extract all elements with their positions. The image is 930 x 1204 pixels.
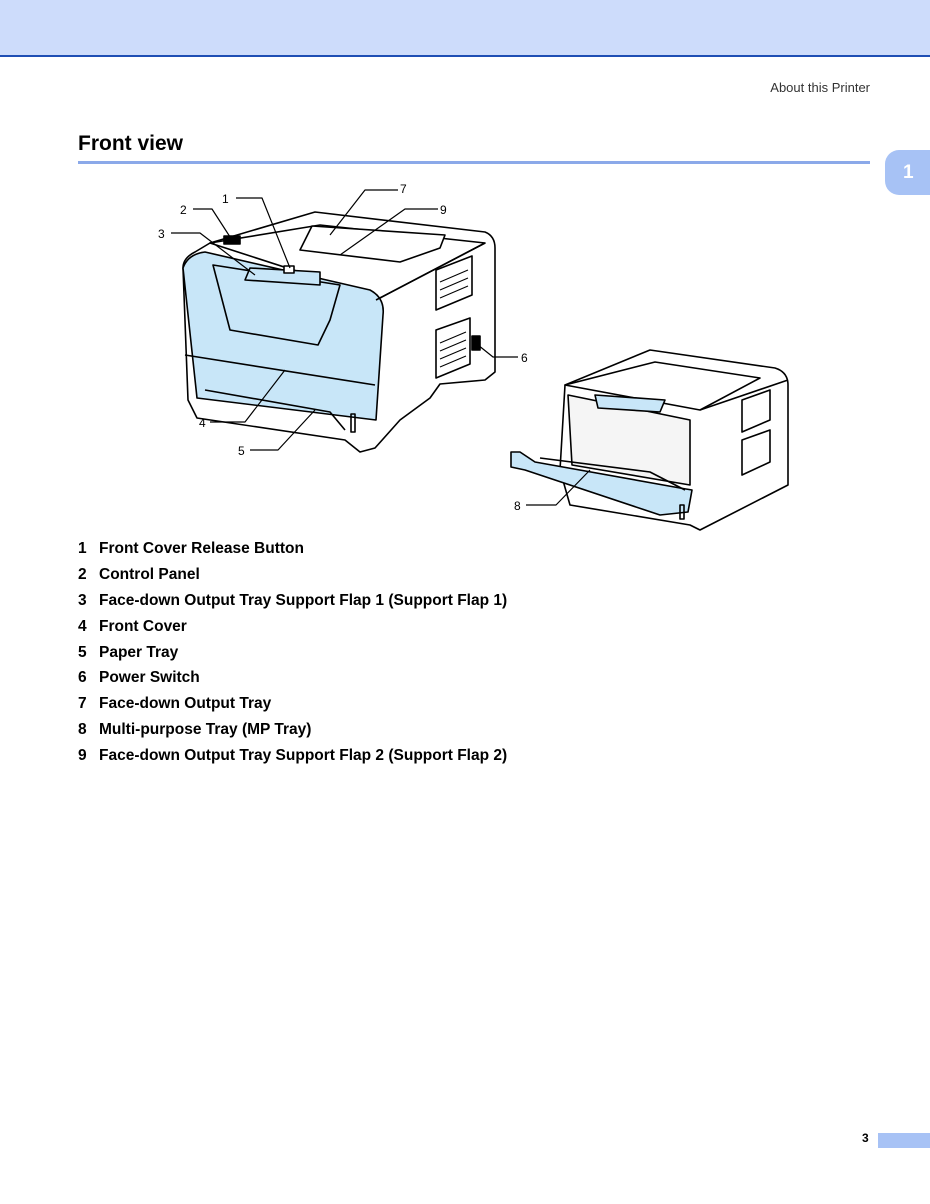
header-rule	[0, 55, 930, 57]
list-item: 8 Multi-purpose Tray (MP Tray)	[78, 721, 507, 747]
list-item: 1 Front Cover Release Button	[78, 540, 507, 566]
item-number: 1	[78, 540, 87, 557]
list-item: 7 Face-down Output Tray	[78, 695, 507, 721]
printer-open-mp-tray-illustration	[510, 349, 789, 531]
page-number: 3	[862, 1131, 869, 1145]
item-number: 6	[78, 669, 87, 687]
item-label: Multi-purpose Tray (MP Tray)	[99, 721, 312, 739]
item-number: 2	[78, 565, 87, 583]
title-underline	[78, 161, 870, 164]
list-item: 2 Control Panel	[78, 566, 507, 592]
callout-7: 7	[400, 182, 407, 196]
item-label: Paper Tray	[99, 643, 179, 661]
parts-list: 1 Front Cover Release Button 2 Control Pan…	[78, 540, 507, 773]
item-number: 9	[78, 747, 87, 765]
item-number: 5	[78, 643, 87, 661]
page-number-tab	[878, 1133, 930, 1148]
item-label: Front Cover	[99, 617, 187, 635]
item-label: Face-down Output Tray Support Flap 1 (Su…	[99, 591, 508, 609]
list-item: 4 Front Cover	[78, 618, 507, 644]
callout-2: 2	[180, 203, 187, 217]
header-band	[0, 0, 930, 55]
list-item: 5 Paper Tray	[78, 644, 507, 670]
item-number: 3	[78, 591, 87, 609]
printer-closed-illustration	[182, 211, 496, 453]
callout-leaders	[171, 189, 591, 506]
item-label: Control Panel	[99, 565, 200, 583]
section-title: Front view	[78, 132, 184, 155]
callout-5: 5	[238, 444, 245, 458]
item-label: Power Switch	[99, 669, 200, 687]
chapter-tab: 1	[885, 150, 930, 195]
callout-8: 8	[514, 499, 521, 513]
item-label: Face-down Output Tray Support Flap 2 (Su…	[99, 747, 508, 765]
list-item: 3 Face-down Output Tray Support Flap 1 (S…	[78, 592, 507, 618]
running-title: About this Printer	[770, 80, 870, 95]
item-number: 7	[78, 695, 87, 713]
item-number: 8	[78, 721, 87, 739]
callout-3: 3	[158, 227, 165, 241]
item-label: Face-down Output Tray	[99, 695, 272, 713]
callout-1: 1	[222, 192, 229, 206]
list-item: 9 Face-down Output Tray Support Flap 2 (S…	[78, 747, 507, 773]
callout-4: 4	[199, 416, 206, 430]
callout-6: 6	[521, 351, 528, 365]
list-item: 6 Power Switch	[78, 669, 507, 695]
callout-9: 9	[440, 203, 447, 217]
printer-front-view-figure: 1 2 3 4 5 6 7 8 9	[158, 182, 789, 531]
item-number: 4	[78, 617, 87, 635]
item-label: Front Cover Release Button	[99, 540, 304, 557]
